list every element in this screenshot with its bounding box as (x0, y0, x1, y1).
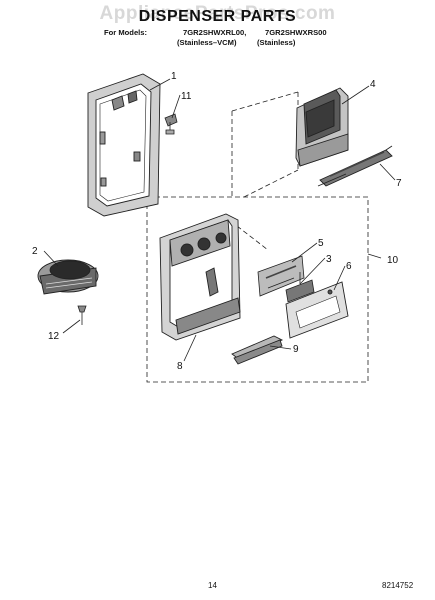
callout-12: 12 (48, 331, 60, 342)
part-7-heater-assembly (317, 145, 393, 187)
callout-4: 4 (370, 79, 376, 90)
callout-6: 6 (346, 261, 352, 272)
model-number-2: 7GR2SHWXRS00 (265, 28, 327, 37)
callout-7: 7 (396, 178, 402, 189)
model-finish-1: (Stainless–VCM) (177, 38, 237, 47)
part-2-motor (37, 259, 99, 295)
callout-2: 2 (32, 246, 38, 257)
page-title: DISPENSER PARTS (138, 8, 297, 25)
callout-3: 3 (326, 254, 332, 265)
leader-lines (43, 78, 396, 362)
page-number: 14 (208, 581, 217, 590)
document-number: 8214752 (382, 581, 414, 590)
model-number-1: 7GR2SHWXRL00, (183, 28, 247, 37)
model-finish-2: (Stainless) (257, 38, 296, 47)
callout-8: 8 (177, 361, 183, 372)
callout-5: 5 (318, 238, 324, 249)
dispenser-assembly-box (146, 196, 369, 383)
callout-1: 1 (171, 71, 177, 82)
models-label: For Models: (104, 28, 148, 37)
part-8-front-panel (159, 213, 241, 341)
watermark: AppliancePartsPros.com (99, 3, 336, 24)
housing-guide-lines (231, 91, 299, 251)
part-12-screw (77, 305, 87, 325)
callout-10: 10 (387, 255, 399, 266)
part-1-dispenser-frame (87, 73, 161, 217)
part-6-trim-plate (285, 281, 349, 339)
model-info: For Models: 7GR2SHWXRL00, 7GR2SHWXRS00 (… (104, 28, 344, 48)
part-3-switch (285, 272, 315, 303)
callout-11: 11 (181, 91, 192, 102)
part-9-drip-tray (231, 335, 284, 365)
callout-9: 9 (293, 344, 299, 355)
part-4-housing (295, 87, 349, 167)
part-11-screw (164, 113, 178, 135)
part-5-control-board (257, 255, 305, 297)
